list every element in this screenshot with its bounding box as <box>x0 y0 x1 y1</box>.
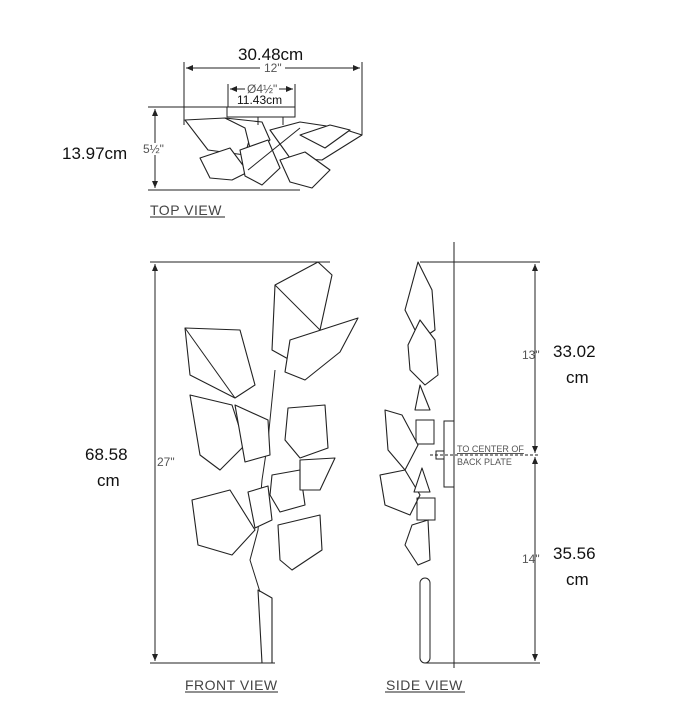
plate-diameter-in: Ø4½" <box>247 82 278 96</box>
side-upper-cm-unit: cm <box>566 368 589 387</box>
side-upper-cm-value: 33.02 <box>553 342 596 361</box>
side-upper-in: 13" <box>522 348 540 362</box>
top-height-cm: 13.97cm <box>62 144 128 163</box>
front-height-cm-unit: cm <box>97 471 120 490</box>
side-view-label: SIDE VIEW <box>386 677 463 693</box>
front-height-cm-value: 68.58 <box>85 445 128 464</box>
back-plate-note-line1: TO CENTER OF <box>457 444 524 454</box>
front-height-in: 27" <box>157 455 175 469</box>
top-view-drawing <box>148 62 363 191</box>
front-view-drawing <box>150 261 359 664</box>
side-lower-in: 14" <box>522 552 540 566</box>
plate-diameter-cm: 11.43cm <box>237 93 283 107</box>
back-plate-note-line2: BACK PLATE <box>457 457 512 467</box>
side-view-drawing <box>379 242 540 668</box>
front-view-label: FRONT VIEW <box>185 677 278 693</box>
side-lower-cm-value: 35.56 <box>553 544 596 563</box>
top-width-cm: 30.48cm <box>238 45 304 64</box>
side-lower-cm-unit: cm <box>566 570 589 589</box>
top-height-in: 5½" <box>143 142 164 156</box>
top-view-label: TOP VIEW <box>150 202 222 218</box>
top-width-in: 12" <box>262 61 284 75</box>
